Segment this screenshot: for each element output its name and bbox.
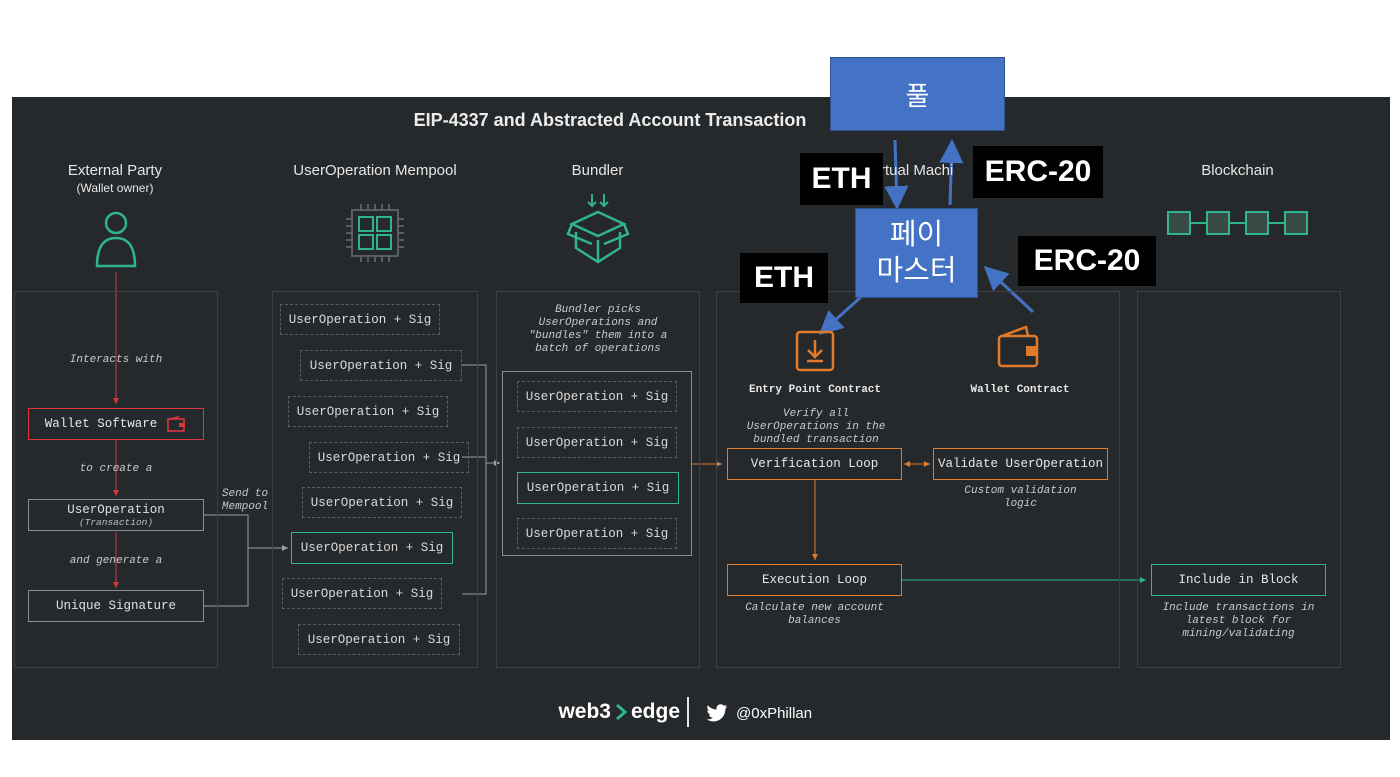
paymaster-line-1: 페이 (889, 219, 944, 251)
erc-top-text: ERC-20 (984, 155, 1092, 188)
wallet-contract-label: Wallet Contract (970, 384, 1070, 396)
include-note-line: latest block for (1185, 615, 1292, 627)
web3edge-logo: web3 edge (530, 698, 680, 726)
custom-note-line: logic (1003, 498, 1037, 510)
mempool-item: UserOperation + Sig (282, 578, 442, 609)
to-create-label: to create a (79, 463, 153, 475)
external-party-subheading: (Wallet owner) (76, 181, 154, 195)
include-note-line: Include transactions in (1162, 602, 1315, 614)
bundle-container (502, 371, 692, 556)
bundler-note: Bundler picks UserOperations and "bundle… (510, 304, 686, 356)
include-note: Include transactions in latest block for… (1146, 602, 1331, 641)
wallet-icon (167, 416, 186, 432)
verification-loop-label: Verification Loop (750, 457, 879, 471)
validate-useroperation-label: Validate UserOperation (937, 457, 1104, 471)
unique-signature-box: Unique Signature (28, 590, 204, 622)
chevron-right-icon (615, 703, 628, 721)
verify-note-line: Verify all (782, 408, 849, 420)
execution-loop-label: Execution Loop (761, 573, 868, 587)
bundle-item: UserOperation + Sig (517, 518, 677, 549)
send-to-mempool-label: Send to Mempool (218, 488, 272, 514)
useroperation-label: UserOperation (67, 502, 165, 517)
execution-loop-box: Execution Loop (727, 564, 902, 596)
bundle-box-icon (566, 194, 630, 264)
mempool-item: UserOperation + Sig (288, 396, 448, 427)
bundler-note-line: batch of operations (535, 343, 661, 355)
verification-loop-box: Verification Loop (727, 448, 902, 480)
pool-box: 풀 (830, 57, 1005, 131)
twitter-bird-icon (706, 704, 727, 722)
blockchain-heading: Blockchain (1201, 162, 1274, 179)
wallet-software-box: Wallet Software (28, 408, 204, 440)
mempool-heading: UserOperation Mempool (293, 162, 457, 179)
unique-signature-label: Unique Signature (55, 599, 177, 613)
useroperation-box: UserOperation (Transaction) (28, 499, 204, 531)
mempool-item-highlighted: UserOperation + Sig (291, 532, 453, 564)
verify-note: Verify all UserOperations in the bundled… (730, 408, 902, 447)
bundle-item: UserOperation + Sig (517, 427, 677, 458)
twitter-handle: @0xPhillan (706, 700, 836, 726)
bundler-note-line: UserOperations and (538, 317, 658, 329)
verify-note-line: UserOperations in the (746, 421, 886, 433)
eth-label-left: ETH (740, 253, 828, 303)
brand-left: web3 (558, 700, 611, 723)
bundle-item: UserOperation + Sig (517, 381, 677, 412)
diagram-title: EIP-4337 and Abstracted Account Transact… (413, 110, 807, 130)
include-in-block-label: Include in Block (1178, 573, 1299, 587)
mempool-item: UserOperation + Sig (309, 442, 469, 473)
bundler-note-line: Bundler picks (555, 304, 641, 316)
mempool-chip-icon (346, 204, 404, 262)
calc-note-line: balances (788, 615, 841, 627)
entry-point-label: Entry Point Contract (748, 384, 882, 396)
mempool-item: UserOperation + Sig (280, 304, 440, 335)
mempool-item: UserOperation + Sig (298, 624, 460, 655)
bundler-column (496, 291, 700, 668)
blockchain-chain-icon (1167, 211, 1308, 235)
custom-validation-note: Custom validation logic (933, 485, 1108, 511)
verify-note-line: bundled transaction (753, 434, 879, 446)
handle-text: @0xPhillan (736, 704, 813, 722)
eth-label-top: ETH (800, 153, 883, 205)
mempool-item: UserOperation + Sig (300, 350, 462, 381)
custom-note-line: Custom validation (964, 485, 1077, 497)
bundle-item-highlighted: UserOperation + Sig (517, 472, 679, 504)
paymaster-line-2: 마스터 (876, 255, 957, 287)
bundler-heading: Bundler (571, 162, 624, 179)
bundler-note-line: "bundles" them into a (528, 330, 668, 342)
and-generate-label: and generate a (69, 555, 163, 567)
user-icon (95, 211, 137, 268)
entry-point-icon (795, 330, 835, 372)
mempool-column (272, 291, 478, 668)
diagram-panel (12, 97, 1390, 740)
erc20-label-right: ERC-20 (1018, 236, 1156, 286)
eth-left-text: ETH (754, 261, 814, 294)
external-party-column (14, 291, 218, 668)
erc-right-text: ERC-20 (1033, 244, 1141, 277)
pool-label: 풀 (905, 80, 930, 111)
calc-note-line: Calculate new account (745, 602, 884, 614)
wallet-contract-icon (997, 325, 1039, 368)
send-to-line-2: Mempool (221, 501, 269, 513)
include-note-line: mining/validating (1182, 628, 1295, 640)
send-to-line-1: Send to (221, 488, 269, 500)
validate-useroperation-box: Validate UserOperation (933, 448, 1108, 480)
wallet-software-label: Wallet Software (44, 417, 158, 431)
interacts-with-label: Interacts with (69, 354, 163, 366)
paymaster-box: 페이 마스터 (855, 208, 978, 298)
transaction-label: (Transaction) (78, 516, 154, 528)
blockchain-column (1137, 291, 1341, 668)
eth-top-text: ETH (811, 162, 872, 195)
mempool-item: UserOperation + Sig (302, 487, 462, 518)
brand-right: edge (630, 700, 680, 723)
calculate-balances-note: Calculate new account balances (727, 602, 902, 628)
erc20-label-top: ERC-20 (973, 146, 1103, 198)
external-party-heading: External Party (67, 162, 163, 179)
evm-heading: rtual Machi (880, 162, 954, 179)
include-in-block-box: Include in Block (1151, 564, 1326, 596)
